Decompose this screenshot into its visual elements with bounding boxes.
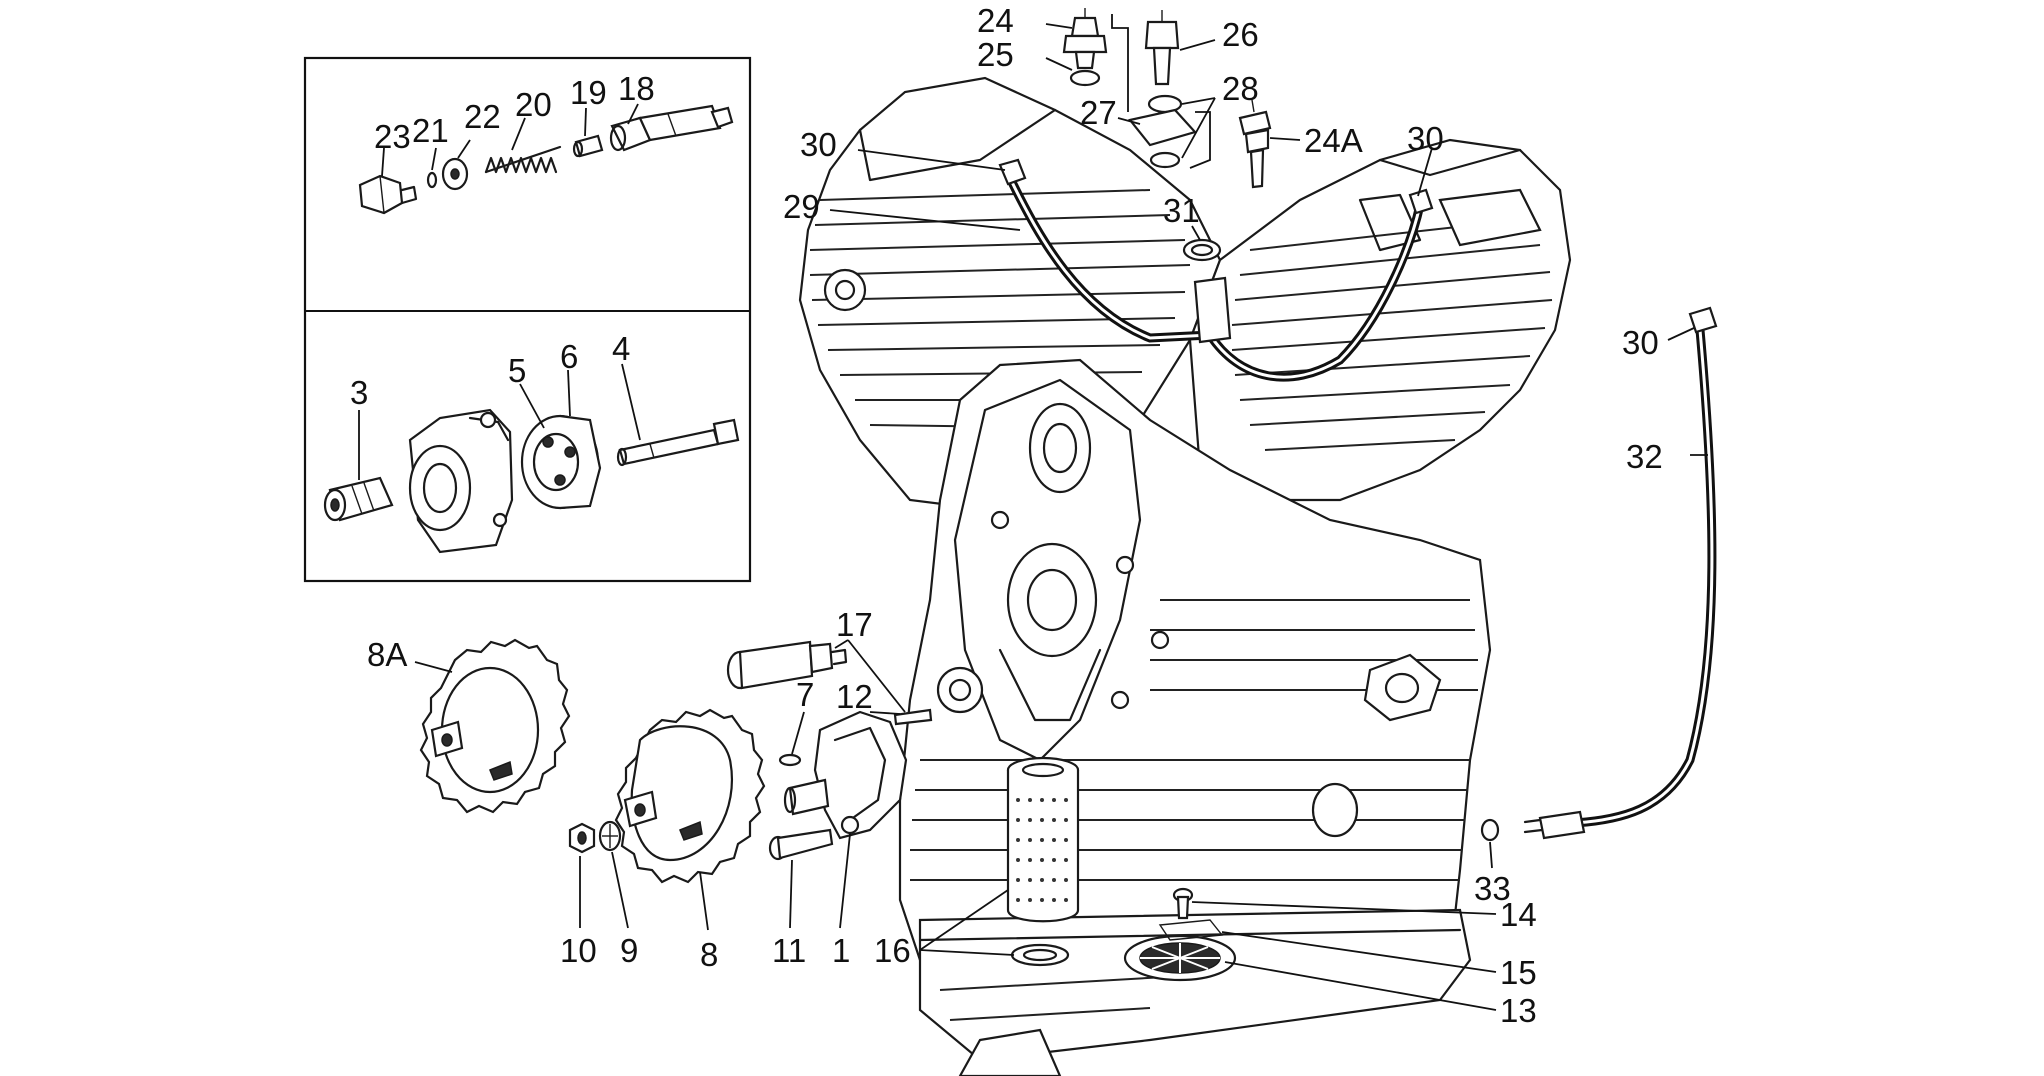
gasket-15 [1158, 919, 1224, 941]
callout-21: 21 [412, 112, 449, 149]
callout-24: 24 [977, 2, 1014, 39]
callout-27: 27 [1080, 94, 1117, 131]
callout-6: 6 [560, 338, 578, 375]
oil-filter-parts [1006, 756, 1237, 982]
callout-30-pipe: 30 [1622, 324, 1659, 361]
callout-16: 16 [874, 932, 911, 969]
washer-28-top [1147, 94, 1183, 114]
callout-19: 19 [570, 74, 607, 111]
oil-filter-16 [1006, 756, 1080, 923]
callout-8a: 8A [367, 636, 407, 673]
callout-24a: 24A [1304, 122, 1363, 159]
callout-1: 1 [832, 932, 850, 969]
lower-left-parts [419, 638, 933, 884]
callout-8: 8 [700, 936, 718, 973]
banjo-30-left [998, 158, 1027, 186]
washer-25 [1069, 69, 1101, 87]
oil-screen-13 [1123, 934, 1237, 982]
callout-12: 12 [836, 678, 873, 715]
gear-8 [614, 708, 766, 884]
pump-shaft-4 [616, 418, 740, 467]
oil-sump [918, 908, 1472, 1076]
oil-pressure-switch-24 [1062, 8, 1108, 70]
washer-28-bottom [1149, 151, 1181, 169]
callout-15: 15 [1500, 954, 1537, 991]
washer-33 [1480, 818, 1500, 842]
oil-pump-assembly [323, 408, 740, 554]
plug-23 [358, 174, 418, 215]
callout-18: 18 [618, 70, 655, 107]
callout-11: 11 [772, 932, 806, 969]
callout-33: 33 [1474, 870, 1511, 907]
callout-28: 28 [1222, 70, 1259, 107]
callout-9: 9 [620, 932, 638, 969]
pump-fitting-3 [323, 476, 394, 522]
washer-22 [441, 157, 469, 191]
adapter-27 [1128, 108, 1198, 147]
callout-13: 13 [1500, 992, 1537, 1029]
seal-31 [1182, 238, 1222, 262]
callout-3: 3 [350, 374, 368, 411]
callout-30-right: 30 [1407, 120, 1444, 157]
callout-25: 25 [977, 36, 1014, 73]
washer-9 [598, 820, 622, 852]
right-cylinder [1188, 138, 1572, 502]
callout-23: 23 [374, 118, 411, 155]
pipe-fitting [1538, 810, 1586, 840]
t-fitting-31 [1193, 276, 1232, 344]
banjo-30-right [1408, 188, 1434, 215]
filter-seal [1010, 943, 1070, 967]
bolt-17 [726, 640, 848, 690]
oil-pump-1 [783, 710, 908, 840]
valve-piston-19 [572, 134, 604, 158]
nut-10 [568, 822, 596, 854]
callout-10: 10 [560, 932, 597, 969]
screw-11 [768, 828, 834, 861]
spring-20 [484, 145, 562, 174]
valve-body-18 [609, 104, 734, 152]
sensor-26 [1144, 10, 1180, 86]
pump-body-5 [408, 408, 514, 554]
sensors [1062, 8, 1272, 189]
oil-lines [998, 158, 1718, 842]
pump-rotor-6 [520, 414, 602, 510]
callout-30-left: 30 [800, 126, 837, 163]
callout-31: 31 [1163, 192, 1200, 229]
screw-14 [1172, 887, 1194, 920]
callout-7: 7 [796, 676, 814, 713]
callout-labels: 24 25 26 28 27 24A 30 30 29 31 30 32 23 … [350, 2, 1663, 1029]
callout-22: 22 [464, 98, 501, 135]
engine-block [798, 76, 1572, 1076]
callout-26: 26 [1222, 16, 1259, 53]
callout-17: 17 [836, 606, 873, 643]
callout-4: 4 [612, 330, 630, 367]
callout-14: 14 [1500, 896, 1537, 933]
gear-8a [419, 638, 571, 814]
relief-valve-assembly [358, 104, 734, 215]
leader-lines [358, 23, 1708, 1011]
pin-12 [893, 708, 933, 726]
banjo-30-pipe [1688, 306, 1718, 334]
o-ring-7 [778, 753, 802, 767]
callout-29: 29 [783, 188, 820, 225]
callout-20: 20 [515, 86, 552, 123]
callout-5: 5 [508, 352, 526, 389]
oil-temp-sensor-24a [1238, 99, 1272, 189]
seal-ring-21 [426, 171, 438, 189]
callout-32: 32 [1626, 438, 1663, 475]
